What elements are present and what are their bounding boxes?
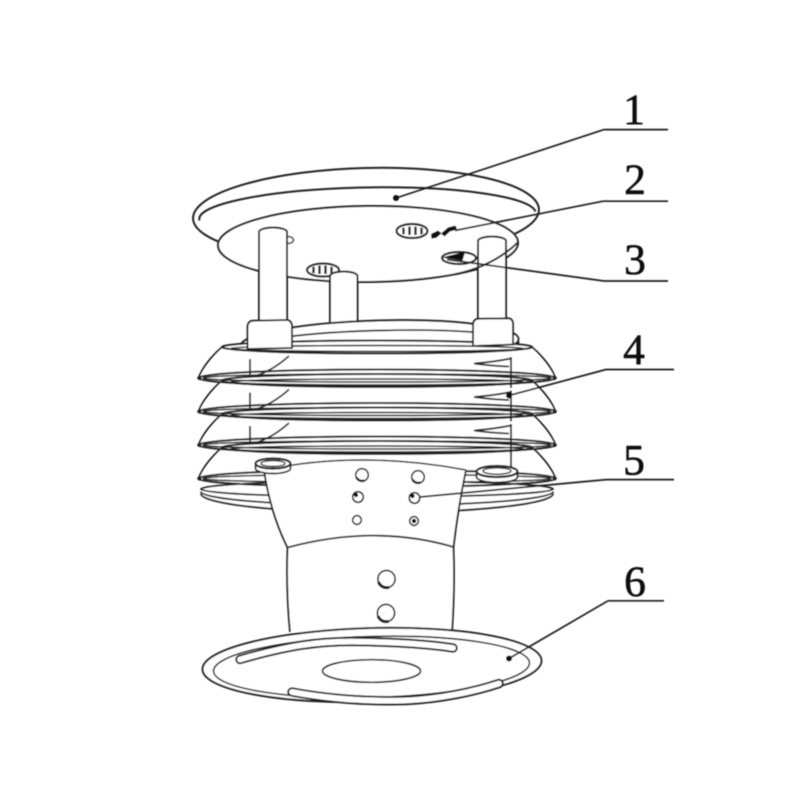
svg-text:1: 1	[623, 86, 645, 134]
svg-text:2: 2	[624, 156, 646, 204]
svg-text:6: 6	[624, 558, 646, 606]
svg-text:3: 3	[624, 236, 646, 284]
svg-text:5: 5	[623, 437, 645, 485]
svg-text:4: 4	[623, 326, 645, 374]
